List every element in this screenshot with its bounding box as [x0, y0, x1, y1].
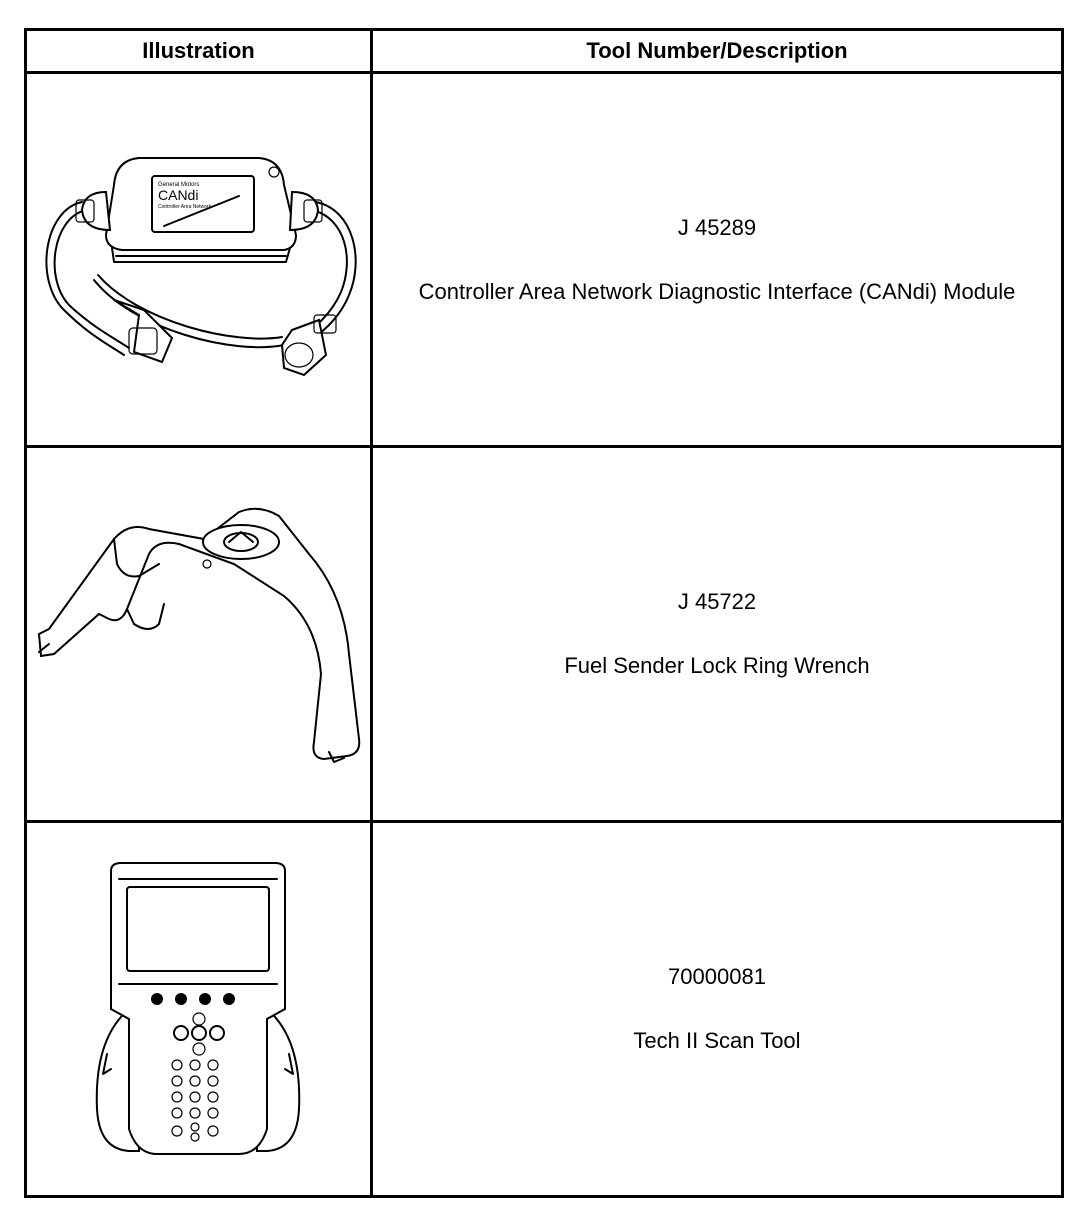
header-divider: [27, 71, 1061, 74]
row-divider-2: [27, 820, 1061, 823]
header-illustration: Illustration: [142, 38, 255, 63]
tool-number: 70000081: [668, 964, 766, 989]
candi-module-icon: General Motors CANdi Controller Area Net…: [44, 156, 357, 376]
row-3-description: 70000081 Tech II Scan Tool: [373, 823, 1061, 1195]
row-2-description: J 45722 Fuel Sender Lock Ring Wrench: [373, 448, 1061, 820]
row-2-illustration: [27, 448, 370, 820]
tool-table: Illustration Tool Number/Description Gen…: [24, 28, 1064, 1198]
row-divider-1: [27, 445, 1061, 448]
tool-number: J 45722: [677, 589, 757, 614]
lock-ring-wrench-icon: [37, 507, 360, 763]
row-1-illustration: General Motors CANdi Controller Area Net…: [27, 74, 370, 445]
row-1-description: J 45289 Controller Area Network Diagnost…: [373, 74, 1061, 445]
column-divider: [370, 31, 373, 1195]
label-name: CANdi: [158, 187, 198, 203]
label-brand: General Motors: [158, 182, 199, 188]
row-3-illustration: [27, 823, 370, 1195]
tool-description: Fuel Sender Lock Ring Wrench: [564, 653, 870, 678]
header-description: Tool Number/Description: [586, 38, 848, 63]
tool-description: Tech II Scan Tool: [633, 1028, 801, 1053]
tool-number: J 45289: [677, 214, 757, 240]
scan-tool-icon: [95, 862, 300, 1155]
label-sub: Controller Area Network: [158, 204, 212, 210]
tool-description: Controller Area Network Diagnostic Inter…: [418, 278, 1016, 304]
